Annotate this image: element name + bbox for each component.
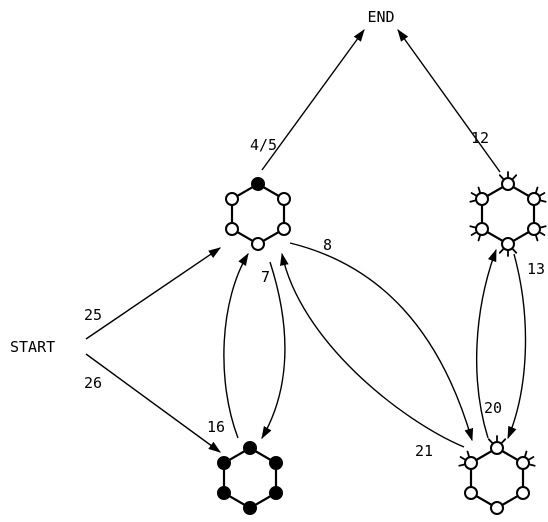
empty-site-icon: [527, 192, 541, 206]
empty-site-icon: [490, 501, 504, 515]
filled-site-icon: [243, 441, 257, 455]
site-spoke: [470, 231, 478, 236]
empty-site-icon: [501, 237, 515, 251]
filled-site-icon: [269, 486, 283, 500]
empty-site-icon: [225, 222, 239, 236]
molecule-bottom-left: [217, 441, 283, 515]
site-spoke: [498, 174, 505, 181]
empty-site-icon: [475, 192, 489, 206]
empty-site-icon: [251, 237, 265, 251]
filled-site-icon: [243, 501, 257, 515]
edge-label-16: 16: [207, 418, 225, 436]
hexagon-ring: [480, 182, 536, 246]
edge-label-4-5: 4/5: [250, 136, 277, 154]
empty-site-icon: [501, 177, 515, 191]
start-label: START: [10, 338, 55, 356]
edge-topleft-to-end: [261, 28, 365, 171]
site-spoke: [511, 174, 518, 181]
edge-topright-to-bottomright: [507, 253, 527, 440]
empty-site-icon: [277, 192, 291, 206]
edge-label-26: 26: [84, 374, 102, 392]
hexagon-ring: [230, 182, 286, 246]
empty-site-icon: [475, 222, 489, 236]
site-spoke: [459, 456, 467, 461]
edge-bottomright-to-topleft: [280, 252, 465, 448]
site-spoke: [538, 231, 546, 236]
site-spoke: [470, 192, 478, 197]
hexagon-ring: [222, 446, 278, 510]
site-spoke: [500, 438, 507, 445]
empty-site-icon: [277, 222, 291, 236]
empty-site-icon: [516, 486, 530, 500]
molecule-top-right: [469, 171, 547, 257]
edge-label-13: 13: [527, 260, 545, 278]
molecule-bottom-right: [458, 435, 536, 515]
edge-start-to-topleft: [85, 247, 222, 340]
edge-label-20: 20: [484, 399, 502, 417]
empty-site-icon: [527, 222, 541, 236]
site-spoke: [538, 192, 546, 197]
end-label: END: [367, 8, 394, 26]
edge-topright-to-end: [397, 28, 501, 173]
edge-label-12: 12: [471, 129, 489, 147]
edge-label-25: 25: [84, 306, 102, 324]
edge-label-8: 8: [323, 236, 332, 254]
edge-label-7: 7: [261, 268, 270, 286]
edge-bottomleft-to-topleft: [223, 252, 249, 439]
edge-topleft-to-bottomleft: [261, 261, 286, 440]
filled-site-icon: [217, 456, 231, 470]
site-spoke: [527, 456, 535, 461]
filled-site-icon: [269, 456, 283, 470]
empty-site-icon: [225, 192, 239, 206]
molecule-top-left: [225, 177, 291, 251]
edge-label-21: 21: [415, 442, 433, 460]
edge-topleft-to-bottomright: [289, 242, 474, 442]
empty-site-icon: [464, 486, 478, 500]
filled-site-icon: [251, 177, 265, 191]
site-spoke: [511, 247, 518, 254]
empty-site-icon: [490, 441, 504, 455]
edge-start-to-bottomleft: [85, 353, 222, 453]
empty-site-icon: [516, 456, 530, 470]
site-spoke: [498, 247, 505, 254]
hexagon-ring: [469, 446, 525, 510]
empty-site-icon: [464, 456, 478, 470]
edge-bottomright-to-topright: [475, 248, 497, 439]
filled-site-icon: [217, 486, 231, 500]
site-spoke: [487, 438, 494, 445]
